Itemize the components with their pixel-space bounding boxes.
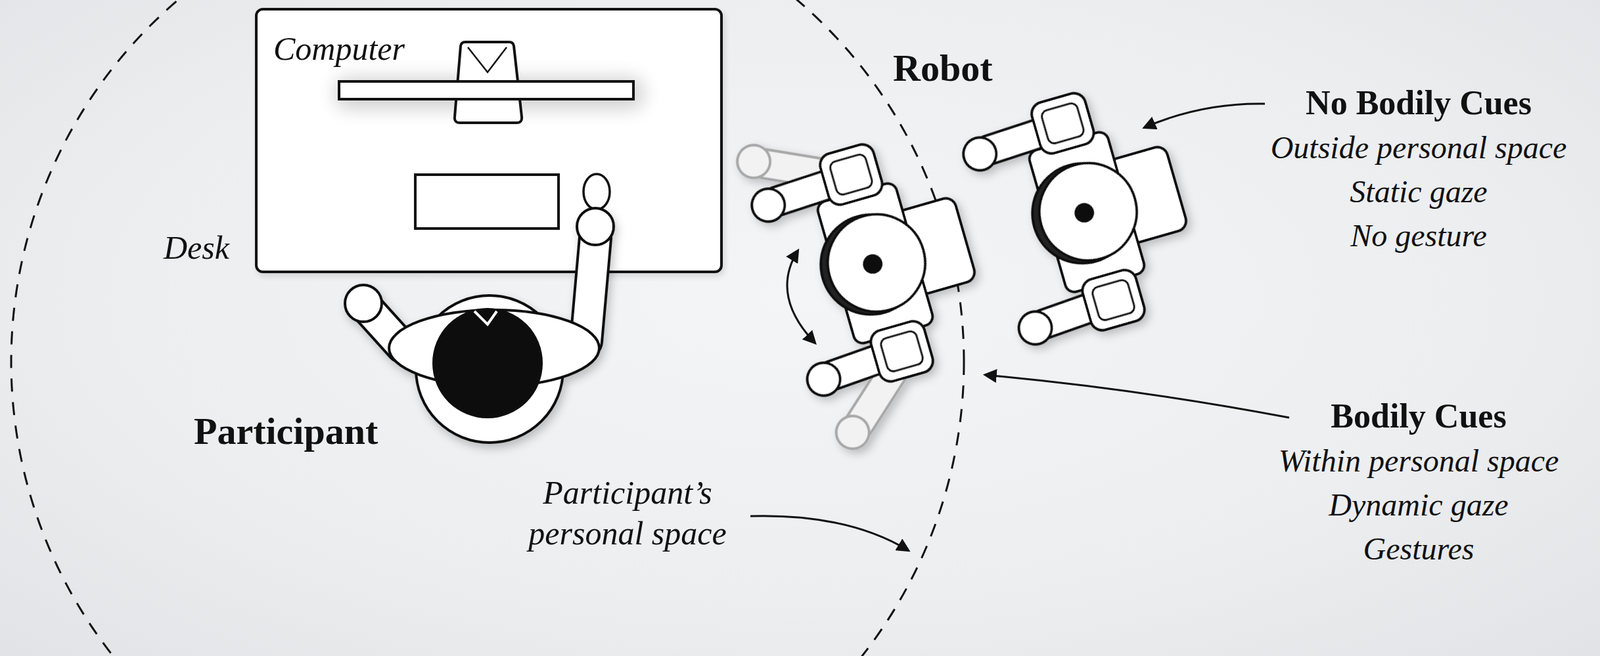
robot-fist (803, 359, 845, 401)
robot-shoulder (1079, 267, 1148, 334)
robot-shoulder-inner (879, 329, 924, 373)
condition-heading: No Bodily Cues (1208, 82, 1600, 124)
participant-label: Participant (193, 410, 457, 454)
robot-shoulder-inner (1090, 278, 1136, 322)
robot-shoulder-inner (1040, 101, 1085, 145)
condition-detail: Gestures (1208, 529, 1600, 570)
robot-backpack (1106, 144, 1189, 245)
robot-head (1027, 151, 1148, 273)
monitor-stand (454, 42, 522, 123)
condition-detail: Within personal space (1208, 441, 1600, 481)
robot-arm-fill (831, 353, 896, 376)
ghost-fist (733, 141, 775, 183)
mouse (583, 174, 610, 210)
personal-space-leader (750, 516, 909, 551)
monitor-stand-detail (467, 47, 507, 73)
robot-arm-fill (776, 179, 846, 202)
robot-shoulder-inner (828, 153, 874, 196)
cues-leader (985, 375, 1290, 418)
condition-detail: Dynamic gaze (1208, 485, 1600, 526)
robot-head-marker (1072, 201, 1097, 226)
robot-arm-outline (1042, 302, 1108, 324)
robot-without-cues (954, 72, 1210, 355)
robot-face (1020, 151, 1144, 276)
no-cues-leader (1144, 103, 1265, 128)
condition-heading: Bodily Cues (1208, 396, 1600, 437)
robot-head (816, 203, 937, 324)
robot-arm-outline (776, 179, 846, 202)
robot-face (808, 203, 933, 327)
robot-torso (816, 181, 936, 346)
participant-right-fist (576, 208, 614, 246)
robot-backpack (894, 195, 978, 296)
computer-label: Computer (273, 28, 405, 69)
ghost-arm-outline (764, 143, 844, 197)
robot-label: Robot (892, 46, 1104, 91)
monitor-shadow (335, 77, 644, 110)
robot-arm-fill (987, 128, 1057, 151)
condition-detail: Outside personal space (1208, 128, 1600, 168)
robot-torso (1027, 130, 1147, 295)
robot-arm-outline (831, 353, 896, 376)
participant-hair-detail (474, 311, 497, 325)
ghost-arm-fill (764, 143, 844, 197)
robot-shoulder (868, 318, 936, 385)
participant-right-arm-fill (586, 237, 596, 342)
participant-left-arm-fill (365, 306, 403, 347)
robot-arm-outline (987, 128, 1057, 151)
ghost-arm-outline (843, 350, 923, 424)
condition-detail: No gesture (1208, 216, 1600, 256)
chair-seat (415, 295, 564, 443)
robot-shoulder (817, 141, 886, 208)
participant-figure (344, 208, 614, 443)
robot-with-cues (733, 95, 1013, 459)
participant-torso (388, 310, 600, 387)
personal-space-label: Participant’s personal space (496, 472, 759, 554)
desk-label: Desk (163, 228, 230, 268)
participant-head (432, 308, 543, 419)
ghost-arm-fill (843, 350, 923, 424)
personal-space-boundary (11, 0, 964, 656)
robot-shoulder (1028, 90, 1097, 157)
illustration (11, 0, 1290, 656)
robot-head-marker (860, 252, 886, 277)
robot-arm-fill (1042, 302, 1108, 324)
gaze-motion-arrow (787, 251, 815, 343)
desk-box: ComputerDesk (254, 7, 723, 274)
keyboard (415, 174, 559, 229)
ghost-fist (832, 412, 874, 454)
participant-right-arm-outline (586, 237, 596, 342)
condition-detail: Static gaze (1208, 172, 1600, 212)
monitor-screen (339, 81, 634, 100)
robot-fist (959, 133, 1001, 175)
robot-fist (1015, 308, 1056, 349)
robot-fist (747, 184, 789, 226)
participant-left-fist (344, 285, 382, 322)
participant-left-arm-outline (365, 306, 403, 347)
